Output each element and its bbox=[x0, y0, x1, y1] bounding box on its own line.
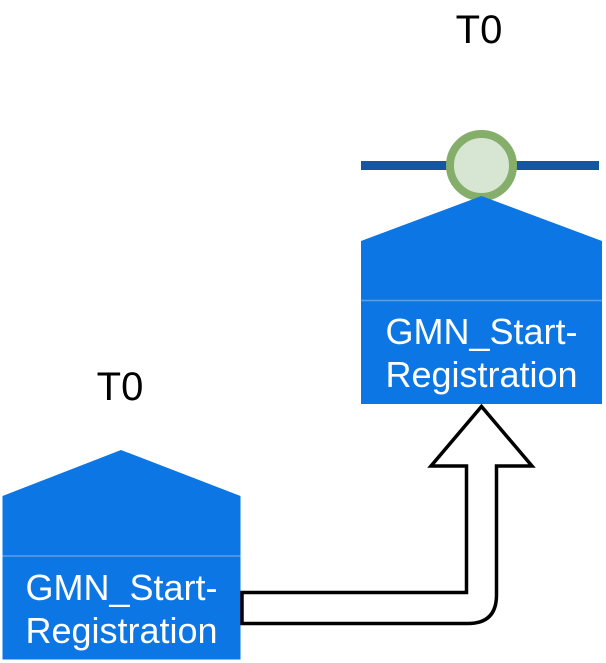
timestamp-label-right: T0 bbox=[455, 8, 503, 52]
timestamp-label-left: T0 bbox=[96, 365, 144, 409]
event-label-left-line2: Registration bbox=[25, 609, 218, 651]
event-label-left: GMN_Start- Registration bbox=[2, 558, 241, 659]
event-shape-left bbox=[2, 450, 241, 660]
milestone-circle-icon bbox=[446, 130, 517, 201]
event-label-left-line1: GMN_Start- bbox=[25, 566, 218, 608]
event-label-right-line1: GMN_Start- bbox=[385, 310, 578, 352]
event-label-right: GMN_Start- Registration bbox=[361, 301, 602, 404]
connector-arrow bbox=[240, 403, 536, 626]
event-label-right-line2: Registration bbox=[385, 353, 578, 395]
